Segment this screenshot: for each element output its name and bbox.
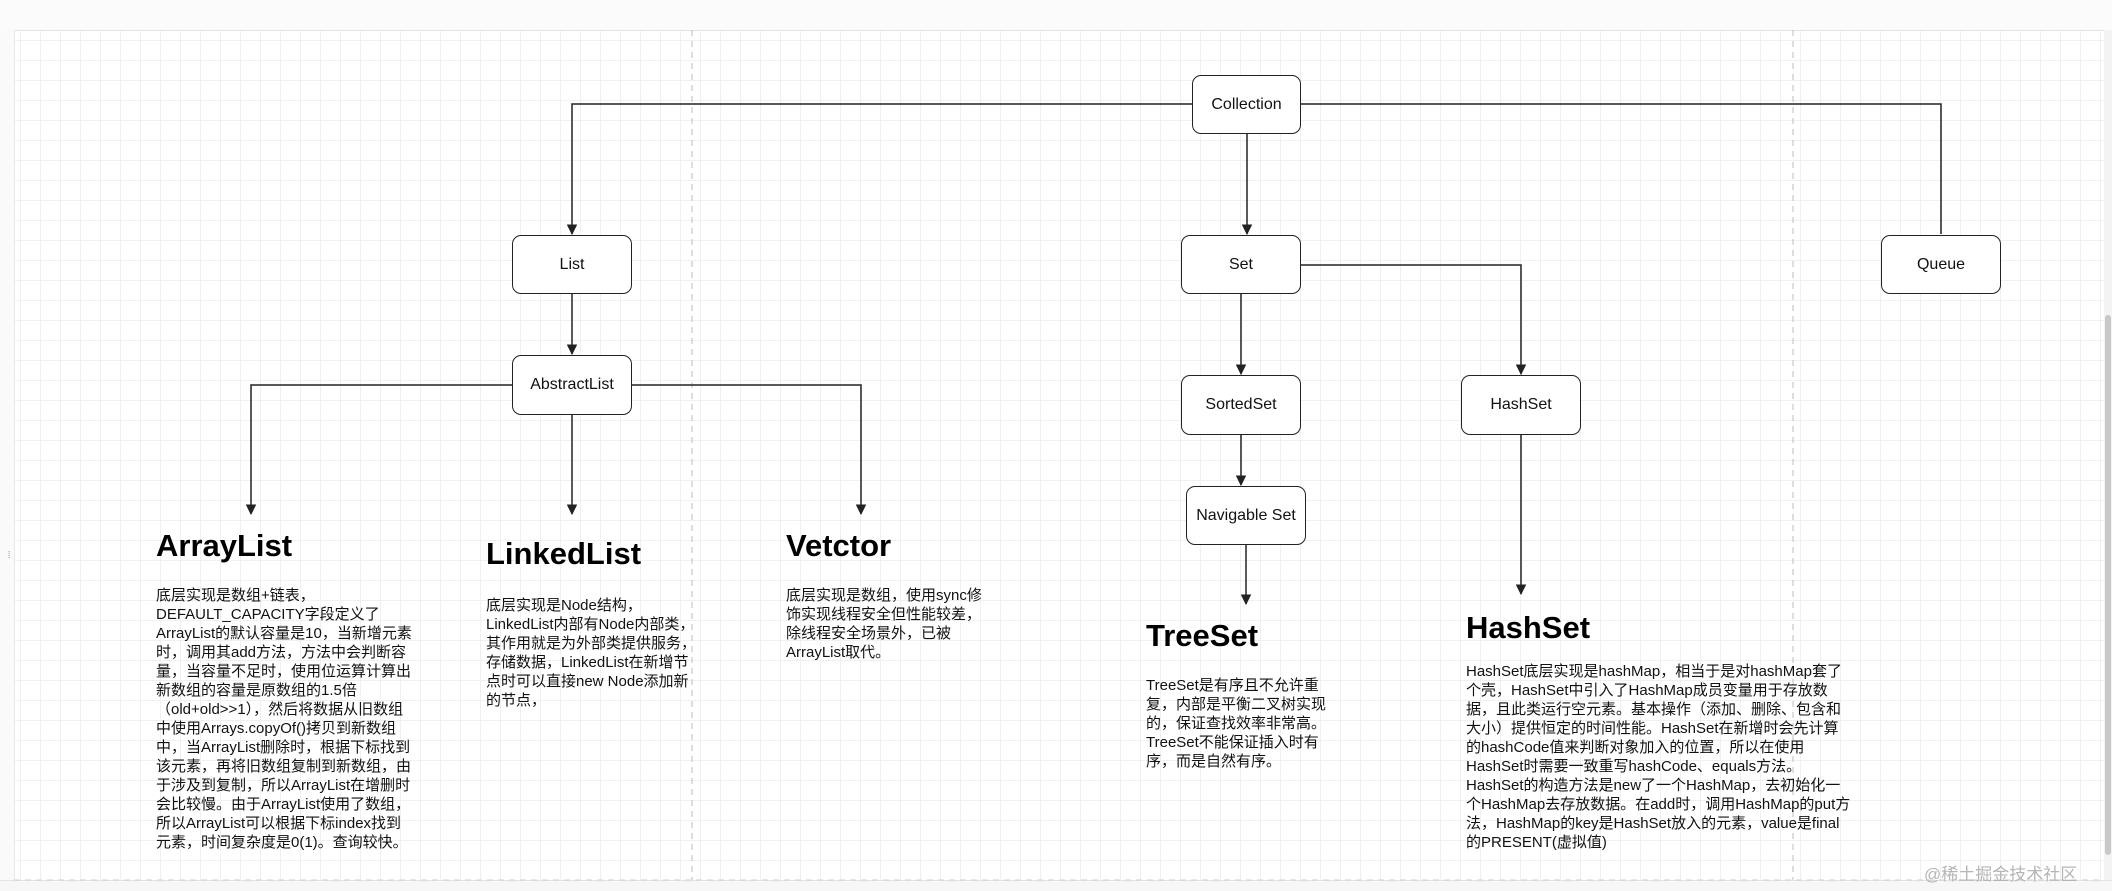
vector-description: 底层实现是数组，使用sync修饰实现线程安全但性能较差，除线程安全场景外，已被A… xyxy=(786,587,982,661)
hashset-title: HashSet xyxy=(1466,610,1591,645)
panel-resize-grip-icon[interactable]: ⦙ xyxy=(8,550,11,561)
edge-abstractlist-vector xyxy=(632,384,867,516)
arraylist-description: 底层实现是数组+链表，DEFAULT_CAPACITY字段定义了ArrayLis… xyxy=(156,587,412,851)
linkedlist-title: LinkedList xyxy=(486,536,642,571)
edge-collection-list xyxy=(566,103,1192,236)
node-abstract-list[interactable]: AbstractList xyxy=(512,355,632,415)
vector-title: Vetctor xyxy=(786,528,892,563)
top-toolbar xyxy=(0,0,2112,31)
watermark: @稀土掘金技术社区 xyxy=(1924,865,2078,884)
edge-abstractlist-arraylist xyxy=(245,384,512,516)
node-hash-set[interactable]: HashSet xyxy=(1461,375,1581,435)
hashset-description: HashSet底层实现是hashMap，相当于是对hashMap套了个壳，Has… xyxy=(1466,663,1851,851)
node-sorted-set[interactable]: SortedSet xyxy=(1181,375,1301,435)
node-queue[interactable]: Queue xyxy=(1881,235,2001,294)
node-navigable-set[interactable]: Navigable Set xyxy=(1186,486,1306,545)
treeset-description: TreeSet是有序且不允许重复，内部是平衡二叉树实现的，保证查找效率非常高。T… xyxy=(1146,677,1327,770)
left-panel-edge xyxy=(0,30,15,880)
node-collection[interactable]: Collection xyxy=(1192,75,1301,134)
linkedlist-description: 底层实现是Node结构，LinkedList内部有Node内部类，其作用就是为外… xyxy=(486,597,697,709)
node-set[interactable]: Set xyxy=(1181,235,1301,294)
edge-set-hashset xyxy=(1301,264,1527,376)
edge-collection-queue xyxy=(1301,103,1942,234)
treeset-title: TreeSet xyxy=(1146,618,1259,653)
node-list[interactable]: List xyxy=(512,235,632,294)
scrollbar-thumb[interactable] xyxy=(2105,315,2111,855)
bottom-scroll-area xyxy=(0,880,2112,891)
arraylist-title: ArrayList xyxy=(156,528,293,563)
